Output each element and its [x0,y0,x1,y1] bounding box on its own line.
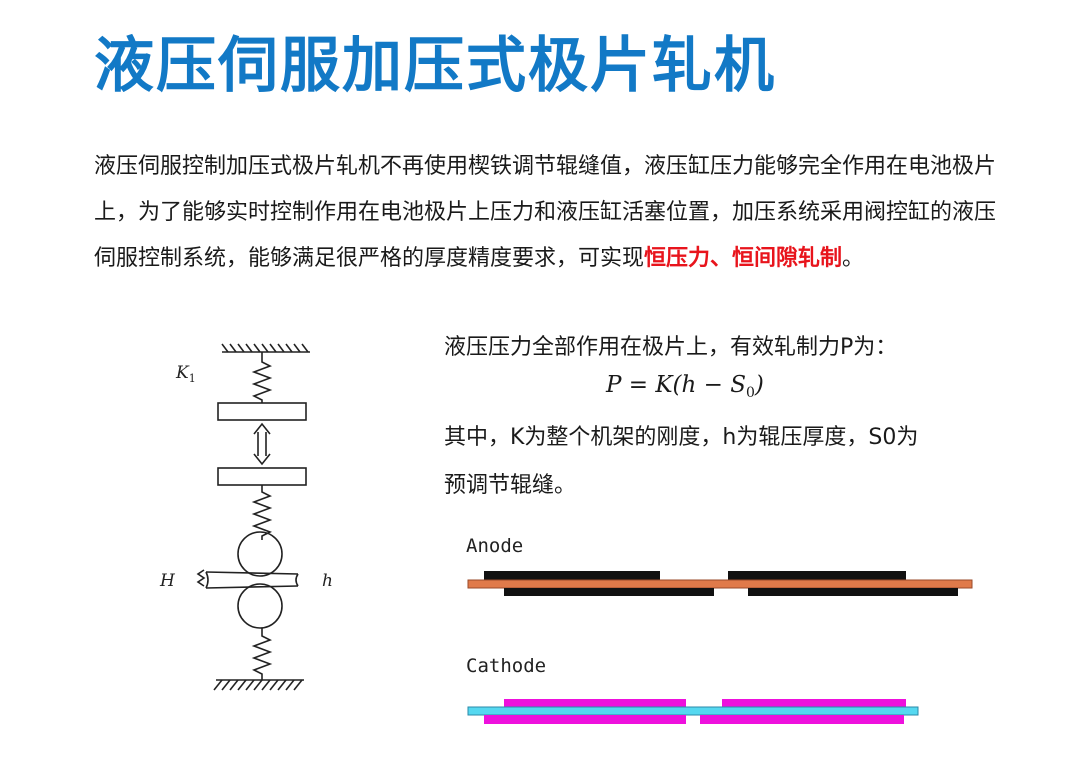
formula-subscript: 0 [746,385,755,401]
anode-bottom-coating-2 [748,588,958,596]
h-lower-label: h [322,571,333,591]
bottom-ground-hatch [213,679,303,691]
intro-paragraph: 液压伺服控制加压式极片轧机不再使用楔铁调节辊缝值，液压缸压力能够完全作用在电池极… [94,144,1004,282]
formula-rhs: ) [754,372,764,398]
top-ground-hatch [221,343,309,353]
highlight-text: 恒压力、恒间隙轧制 [644,246,843,271]
force-formula: P = K(h − S0) [606,372,764,401]
h-upper-label: H [159,571,176,591]
cathode-label: Cathode [466,655,546,677]
strip [196,569,299,589]
anode-label: Anode [466,535,523,557]
cathode-electrode [467,699,919,724]
upper-block [217,402,307,421]
anode-foil [467,579,973,589]
intro-end: 。 [842,246,865,271]
upper-roll [237,531,283,577]
anode-electrode [467,571,973,596]
bottom-spring [251,628,273,680]
force-intro-text: 液压压力全部作用在极片上，有效轧制力P为： [444,335,898,360]
intro-text: 液压伺服控制加压式极片轧机不再使用楔铁调节辊缝值，液压缸压力能够完全作用在电池极… [94,154,997,271]
explanation-line-2: 预调节辊缝。 [444,473,577,498]
page-title: 液压伺服加压式极片轧机 [94,31,776,101]
formula-lhs: P = K(h − S [606,372,746,398]
double-arrow-icon [253,422,271,466]
cathode-bottom-coating-1 [484,715,686,724]
lower-block [217,467,307,486]
cathode-foil [467,706,919,716]
explanation-line-1: 其中，K为整个机架的刚度，h为辊压厚度，S0为 [444,425,919,450]
cathode-top-coating-1 [504,699,686,708]
anode-bottom-coating-1 [504,588,714,596]
lower-roll [237,583,283,629]
cathode-bottom-coating-2 [700,715,904,724]
k-label: K1 [175,363,196,385]
anode-top-coating-2 [728,571,906,581]
cathode-top-coating-2 [722,699,906,708]
anode-top-coating-1 [484,571,660,581]
top-spring [251,352,273,403]
